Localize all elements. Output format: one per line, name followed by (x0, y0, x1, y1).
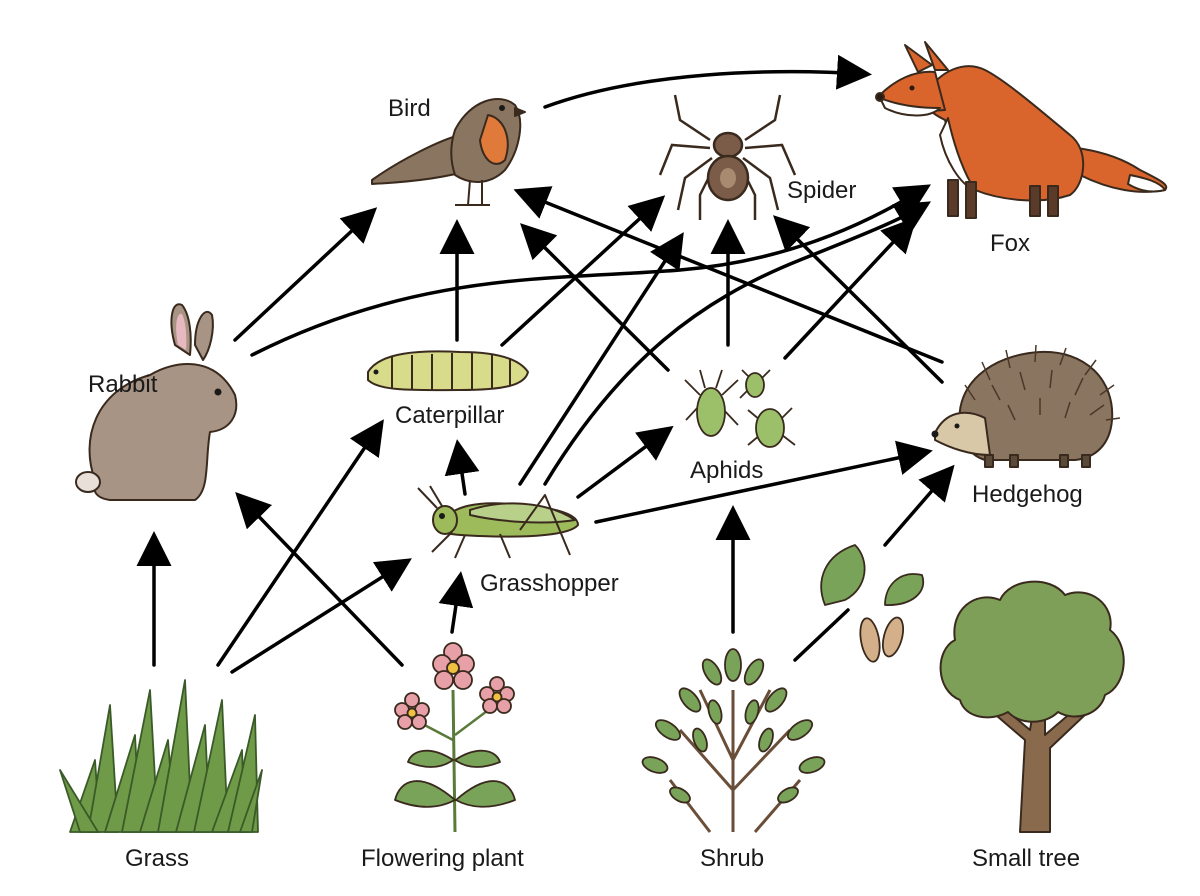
arrow-grasshopper-to-aphids (576, 425, 674, 499)
arrow-grasshopper-to-hedgehog (594, 440, 933, 524)
arrows (136, 54, 955, 674)
label-caterpillar: Caterpillar (395, 402, 504, 429)
arrow-hedgehog-to-spider (773, 215, 944, 384)
arrow-caterpillar-to-spider (500, 195, 666, 347)
grass-illustration (59, 679, 263, 833)
label-grasshopper: Grasshopper (480, 570, 619, 597)
arrow-grass-to-caterpillar (216, 419, 384, 667)
arrow-grass-to-grasshopper (230, 558, 412, 674)
arrow-rabbit-to-bird (233, 207, 378, 342)
label-small-tree: Small tree (972, 845, 1080, 872)
leaves-and-seeds-illustration (820, 544, 925, 663)
fox-illustration (875, 41, 1168, 219)
spider-illustration (658, 94, 797, 220)
label-hedgehog: Hedgehog (972, 481, 1083, 508)
hedgehog-illustration (931, 344, 1121, 468)
arrow-bird-to-fox (543, 54, 872, 109)
arrow-grasshopper-to-spider (518, 232, 684, 486)
arrow-shrub-to-leaves (793, 608, 850, 662)
arrow-grasshopper-to-fox (543, 201, 932, 486)
aphids-illustration (684, 369, 796, 448)
caterpillar-illustration (367, 350, 530, 392)
arrow-leaves-to-hedgehog (883, 464, 955, 547)
shrub-illustration (641, 648, 826, 833)
label-flowering-plant: Flowering plant (361, 845, 524, 872)
label-spider: Spider (787, 177, 856, 204)
label-aphids: Aphids (690, 457, 763, 484)
label-rabbit: Rabbit (88, 371, 158, 398)
grasshopper-illustration (417, 485, 579, 559)
arrow-grasshopper-to-caterpillar (444, 439, 480, 496)
label-fox: Fox (990, 230, 1030, 257)
arrow-flowering-plant-to-grasshopper (438, 571, 474, 634)
label-grass: Grass (125, 845, 189, 872)
bird-illustration (371, 98, 526, 206)
arrow-rabbit-to-fox (250, 184, 932, 357)
arrow-aphids-to-bird (520, 223, 670, 372)
arrow-hedgehog-to-bird (513, 186, 944, 364)
flowering-plant-illustration (394, 642, 516, 833)
label-bird: Bird (388, 95, 431, 122)
rabbit-illustration (75, 303, 238, 501)
small-tree-illustration (939, 580, 1125, 833)
arrow-flowering-plant-to-rabbit (235, 491, 404, 667)
label-shrub: Shrub (700, 845, 764, 872)
